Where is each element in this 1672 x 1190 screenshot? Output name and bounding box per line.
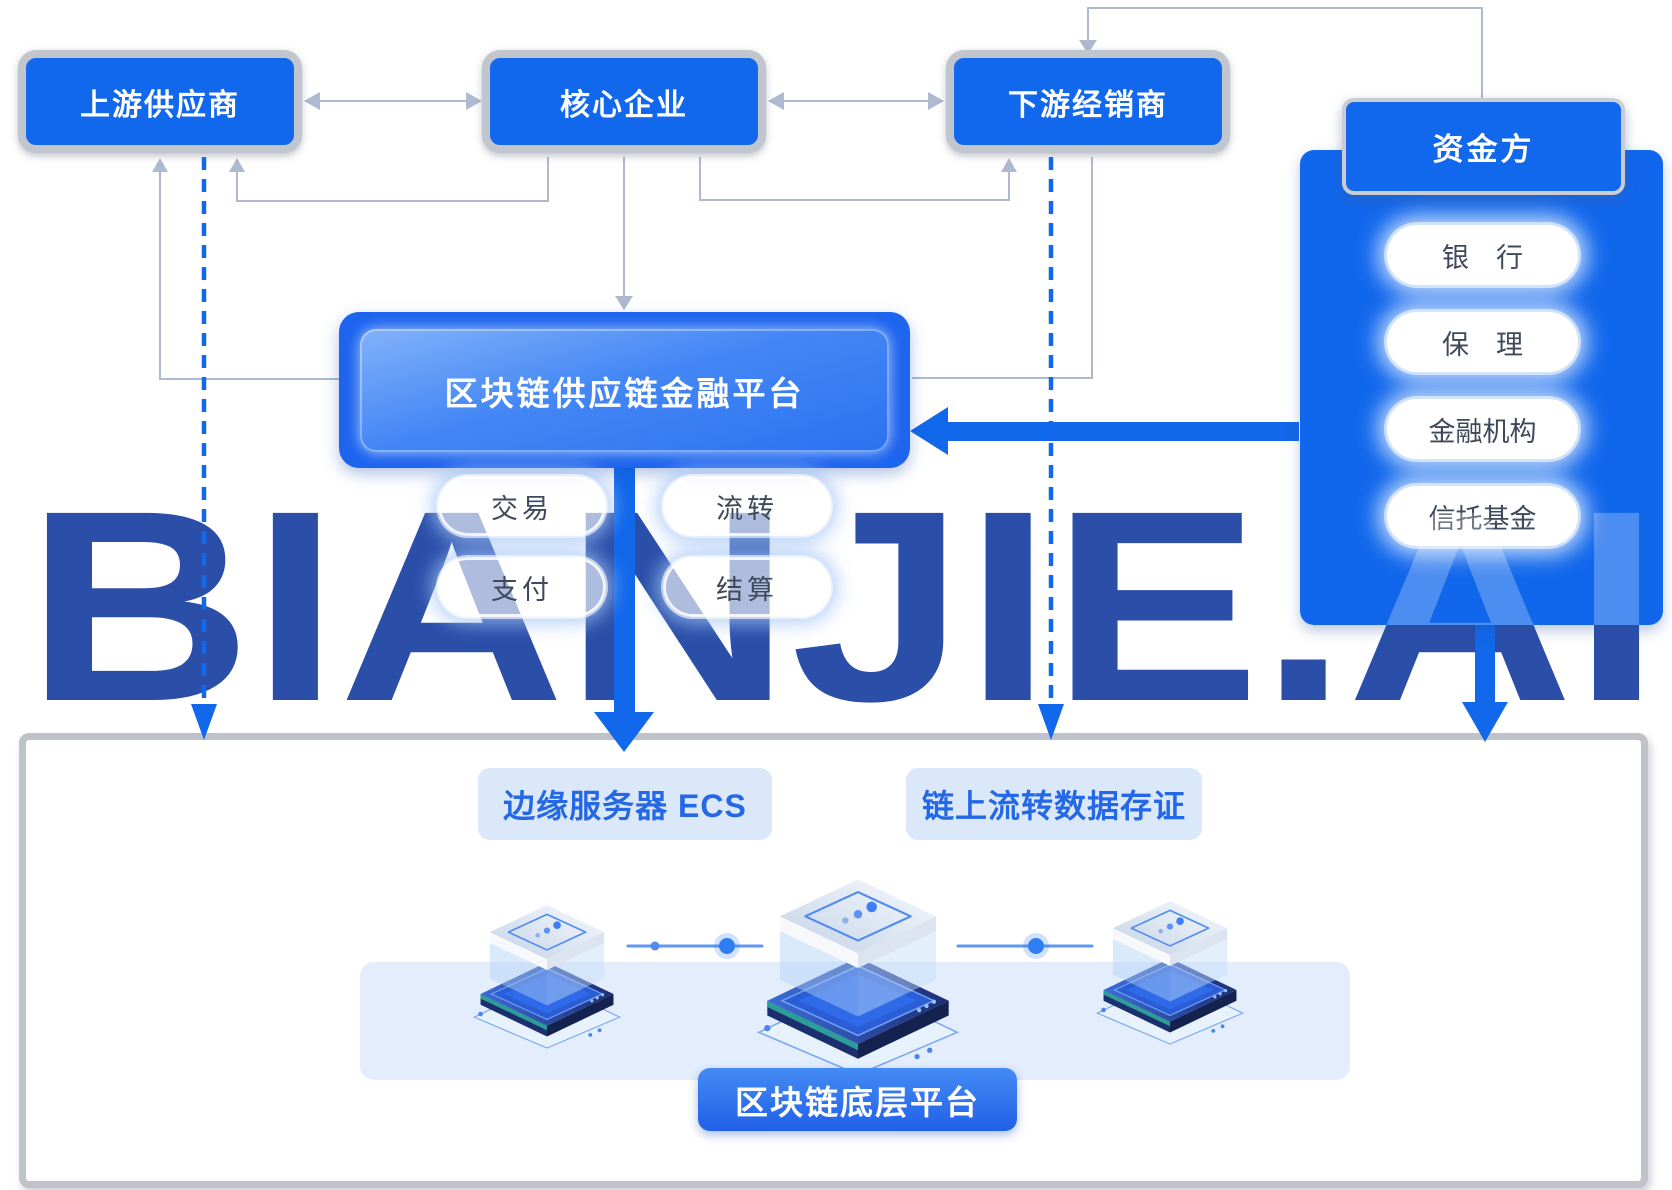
- node-downstream-distributor-label: 下游经销商: [1008, 88, 1168, 122]
- funder-title-box: 资金方: [1342, 98, 1625, 195]
- edge-server-label: 边缘服务器 ECS: [478, 768, 772, 840]
- node-downstream-distributor: 下游经销商: [946, 50, 1230, 153]
- platform-capability-payment: 支付: [438, 557, 606, 617]
- edge-server-label-text: 边缘服务器 ECS: [503, 788, 747, 824]
- node-core-enterprise-label: 核心企业: [560, 88, 688, 122]
- platform-capability-payment-label: 支付: [491, 574, 553, 605]
- platform-box: 区块链供应链金融平台: [360, 329, 889, 452]
- onchain-storage-label-text: 链上流转数据存证: [921, 788, 1186, 824]
- platform-capability-trade: 交易: [438, 476, 606, 536]
- funder-title-text: 资金方: [1432, 132, 1535, 167]
- funder-panel: [1300, 150, 1663, 625]
- base-platform-label-text: 区块链底层平台: [735, 1083, 980, 1121]
- funder-item-trust-fund-label: 信托基金: [1428, 503, 1537, 534]
- onchain-storage-label: 链上流转数据存证: [906, 768, 1202, 840]
- platform-capability-trade-label: 交易: [491, 493, 553, 524]
- base-platform-label: 区块链底层平台: [698, 1068, 1017, 1131]
- arrow-funder-to-platform: [946, 422, 1299, 441]
- funder-item-bank-label: 银 行: [1442, 242, 1523, 273]
- funder-item-trust-fund: 信托基金: [1387, 486, 1578, 546]
- arrow-funder-down: [1475, 622, 1495, 706]
- node-core-enterprise: 核心企业: [482, 50, 766, 153]
- node-upstream-supplier: 上游供应商: [18, 50, 302, 153]
- platform-capability-settlement: 结算: [663, 557, 831, 617]
- platform-capability-circulation: 流转: [663, 476, 831, 536]
- funder-item-factoring: 保 理: [1387, 312, 1578, 372]
- arrow-platform-down: [614, 466, 635, 714]
- platform-capability-settlement-label: 结算: [716, 574, 778, 605]
- funder-item-factoring-label: 保 理: [1442, 329, 1523, 360]
- funder-item-financial-institution: 金融机构: [1387, 399, 1578, 459]
- funder-item-financial-institution-label: 金融机构: [1428, 416, 1537, 447]
- base-platform-strip: [360, 962, 1350, 1080]
- platform-capability-circulation-label: 流转: [716, 493, 778, 524]
- node-upstream-supplier-label: 上游供应商: [80, 88, 240, 122]
- platform-title: 区块链供应链金融平台: [444, 374, 805, 412]
- funder-item-bank: 银 行: [1387, 225, 1578, 285]
